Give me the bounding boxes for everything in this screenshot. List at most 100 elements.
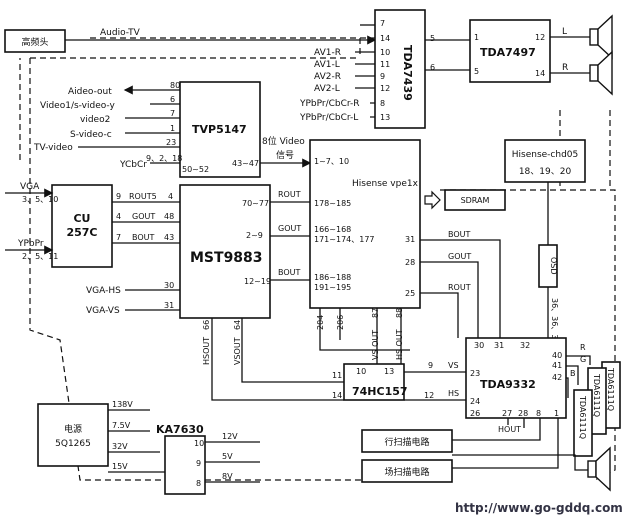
tda7439-label: TDA7439 [401,45,414,101]
pin: 7 [116,233,121,242]
sdram-box [444,189,506,211]
pin: 10 [194,439,204,448]
bout-label-2: BOUT [278,268,301,277]
pin: 11 [332,371,342,380]
audio-tv-label: Audio-TV [100,28,141,38]
tvp-inputs: Aideo-out Video1/s-video-y video2 S-vide… [33,81,259,174]
v8-label: 8V [222,472,233,481]
tda7497-label: TDA7497 [480,46,536,59]
gout-label-2: GOUT [278,224,301,233]
pin: 14 [332,391,342,400]
pin: 6 [430,63,435,72]
tda6111-box-c [573,389,593,457]
border-dashed-outer [19,37,616,481]
hsout-label: HSOUT [202,337,211,365]
tda6111-label-c: TDA6111Q [578,395,587,439]
gout-label: GOUT [132,212,155,221]
chd05-label: Hisense-chd05 [512,150,579,160]
ka7630-label: KA7630 [156,423,204,436]
vscan-box [361,459,453,483]
pin: 3、5、10 [22,195,58,204]
power-label-line1: 电源 [64,423,82,435]
vs-label: VS [448,361,459,370]
tda6111-label-b: TDA6111Q [592,373,601,417]
pin: 1~7、10 [314,157,349,166]
tv-video-label: TV-video [33,143,73,153]
ypbpr-l-label: YPbPr/CbCr-L [299,113,358,123]
vga-label: VGA [20,182,40,192]
pin: 31 [405,235,415,244]
bit8-video-label: 8位 Video [262,135,305,147]
pin: 8 [380,99,385,108]
pin: 178~185 [314,199,351,208]
pin: 2、5、11 [22,252,58,261]
pin: 13 [384,367,394,376]
right-channel-label: R [562,63,568,73]
pin: 4 [116,212,121,221]
av2l-label: AV2-L [314,84,340,94]
tuner-label: 高频头 [21,36,48,48]
bout-label-3: BOUT [448,230,471,239]
pin: 10 [380,48,390,57]
pin: 7 [170,109,175,118]
vpe1x-box [309,139,421,309]
pin: 4 [168,192,173,201]
hs-out-label: HS OUT [395,329,404,360]
mst9883-box [179,184,271,319]
pin: 23 [470,369,480,378]
av2r-label: AV2-R [314,72,341,82]
g-label: G [580,355,586,364]
pin: 25 [405,289,415,298]
v5-label: 5V [222,452,233,461]
pin: 12 [424,391,434,400]
video2-label: video2 [80,115,110,125]
deflection-yoke-icon [587,446,611,492]
chd05-pins: 18、19、20 [519,167,572,177]
pin: 64 [233,320,242,330]
pin: 9 [380,72,385,81]
power-box [37,403,109,467]
pin: 9 [428,361,433,370]
pin: 31 [494,341,504,350]
gout-label-3: GOUT [448,252,471,261]
ycbcr-label: YCbCr [119,160,147,170]
aideo-out-label: Aideo-out [68,87,112,97]
pin: 80 [170,81,180,90]
svideo-c-label: S-video-c [70,130,112,140]
sdram-arrow-icon [424,190,441,210]
pin: 50~52 [182,165,209,174]
mst9883-label: MST9883 [190,250,263,266]
pin: 2~9 [246,231,263,240]
tvp5147-box [179,81,261,178]
pin: 13 [380,113,390,122]
av1r-label: AV1-R [314,48,341,58]
pin: 87 [371,308,380,318]
pin: 8 [196,479,201,488]
pin: 166~168 [314,225,351,234]
hs-label: HS [448,389,459,398]
pin: 42 [552,373,562,382]
cu-label-line2: 257C [66,226,97,239]
tda6111-group: R G B TDA6111Q TDA6111Q TDA6111Q [566,343,621,457]
pin: 28 [405,258,415,267]
tda6111-label-a: TDA6111Q [606,367,615,411]
v12-label: 12V [222,432,238,441]
pin: 48 [164,212,174,221]
rout-label: ROUT [278,190,301,199]
bout-label: BOUT [132,233,155,242]
pin: 41 [552,361,562,370]
pin: 12 [535,33,545,42]
pin: 5 [430,34,435,43]
pin: 9 [196,459,201,468]
b-label: B [570,369,576,378]
pin: 11 [380,60,390,69]
r-label: R [580,343,586,352]
vpe1x-label: Hisense vpe1x [352,179,419,189]
sdram-label: SDRAM [461,196,490,205]
osd-label: OSD [549,257,558,275]
pin: 30 [474,341,484,350]
v32-label: 32V [112,442,128,451]
ypbpr-r-label: YPbPr/CbCr-R [299,99,360,109]
cu257c-box [51,184,113,268]
